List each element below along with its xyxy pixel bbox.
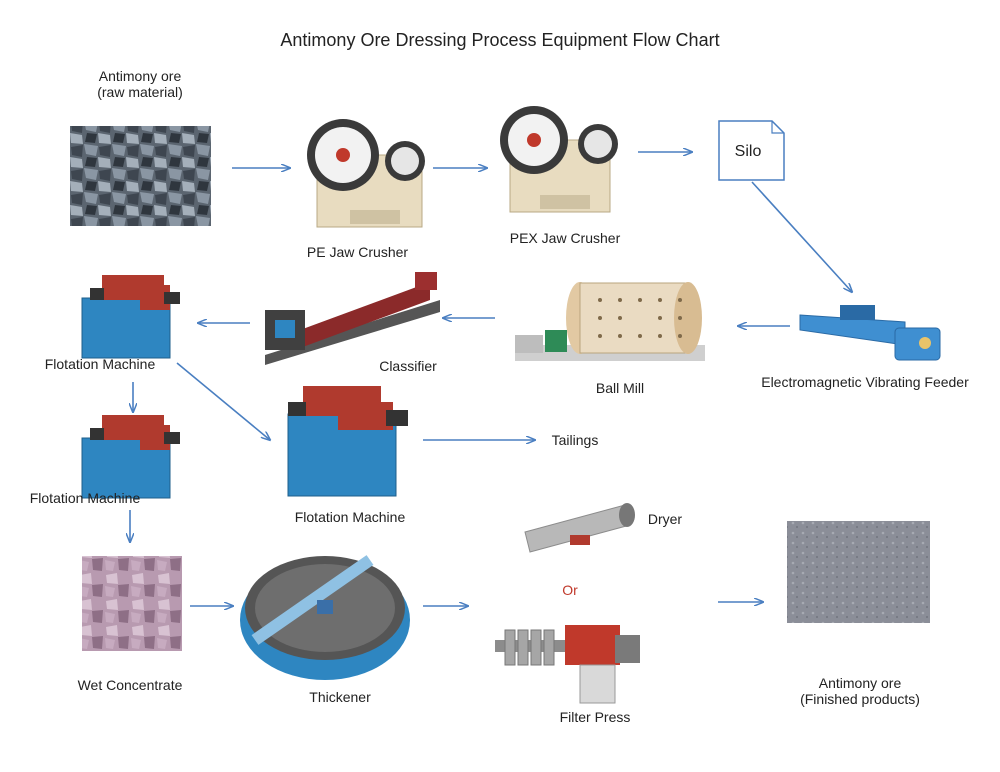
raw-ore-image [70, 126, 211, 226]
finished-label: Antimony ore (Finished products) [780, 675, 940, 707]
dryer-image [524, 503, 635, 553]
thickener-image [240, 555, 410, 680]
silo-label: Silo [734, 143, 762, 160]
raw-ore-label: Antimony ore (raw material) [60, 68, 220, 100]
page-title: Antimony Ore Dressing Process Equipment … [280, 30, 720, 50]
flotation-machine-3-label: Flotation Machine [294, 509, 406, 525]
flotation-machine-2-label: Flotation Machine [29, 490, 141, 506]
or-label: Or [562, 582, 578, 598]
raw-ore-label-line1: Antimony ore [98, 68, 182, 84]
silo-box [718, 120, 785, 181]
ball-mill-label: Ball Mill [595, 380, 645, 396]
arrow-silo-to-feeder [751, 181, 852, 292]
finished-product-image [787, 521, 930, 623]
raw-ore-label-line2: (raw material) [97, 84, 183, 100]
flotation-machine-2-image [81, 415, 180, 499]
arrow-flotation1-to-flotation3 [176, 362, 270, 440]
wet-concentrate-image [82, 556, 182, 651]
finished-label-line2: (Finished products) [800, 691, 920, 707]
pex-jaw-crusher-label: PEX Jaw Crusher [509, 230, 621, 246]
flotation-machine-1-image [81, 275, 180, 359]
classifier-image [265, 272, 440, 365]
vibrating-feeder-image [799, 305, 941, 361]
ball-mill-image [515, 282, 705, 361]
filter-press-label: Filter Press [559, 709, 631, 725]
wet-concentrate-label: Wet Concentrate [77, 677, 183, 693]
pex-jaw-crusher-image [500, 106, 618, 213]
vibrating-feeder-label: Electromagnetic Vibrating Feeder [761, 374, 969, 390]
finished-label-line1: Antimony ore [818, 675, 902, 691]
tailings-label: Tailings [551, 432, 599, 448]
thickener-label: Thickener [309, 689, 371, 705]
flotation-machine-3-image [287, 386, 408, 497]
pe-jaw-crusher-label: PE Jaw Crusher [306, 244, 409, 260]
pe-jaw-crusher-image [307, 119, 425, 228]
dryer-label: Dryer [647, 511, 683, 527]
filter-press-image [495, 625, 640, 704]
classifier-label: Classifier [379, 358, 437, 374]
flotation-machine-1-label: Flotation Machine [44, 356, 156, 372]
